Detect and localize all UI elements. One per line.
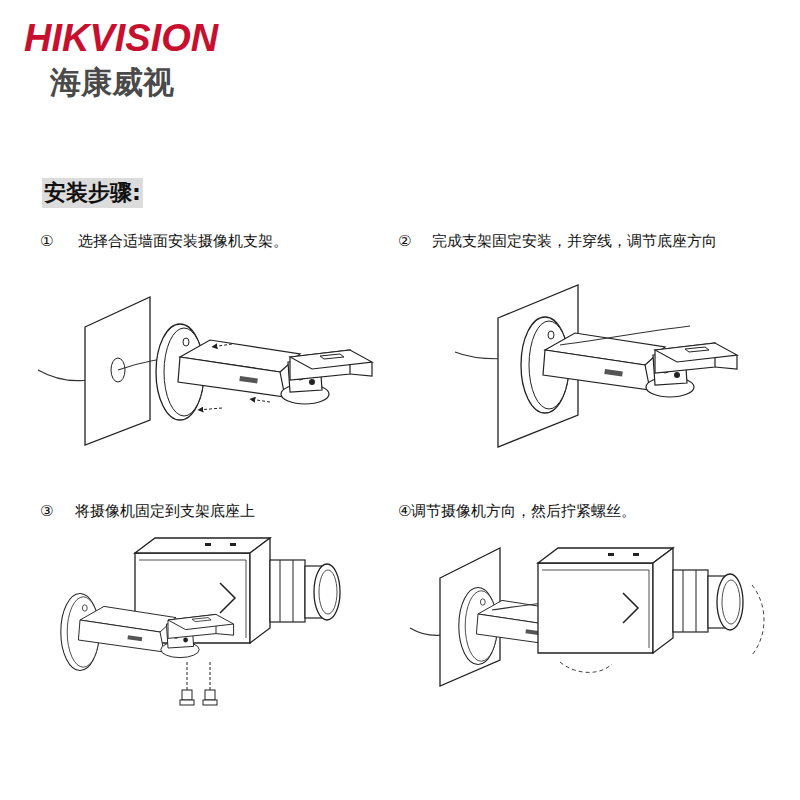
cable	[560, 326, 690, 345]
step-number: ①	[40, 232, 53, 250]
section-heading: 安装步骤:	[42, 178, 143, 208]
screw-arrow	[250, 399, 270, 402]
step-number: ③	[40, 502, 53, 520]
brand-name: 海康威视	[50, 64, 174, 101]
step-text: ④调节摄像机方向，然后拧紧螺丝。	[398, 502, 636, 520]
step-text: 选择合适墙面安装摄像机支架。	[78, 232, 288, 250]
wall-bracket	[521, 317, 737, 413]
screw-guide	[187, 660, 188, 690]
screw-arrow	[198, 408, 222, 410]
wall-bracket	[61, 594, 234, 671]
wall	[85, 297, 150, 445]
wall-bracket	[156, 324, 372, 420]
screw-arrow	[212, 344, 232, 347]
rotation-arc	[752, 585, 764, 655]
box-camera	[538, 548, 743, 653]
step-text: 完成支架固定安装，并穿线，调节底座方向	[432, 232, 717, 250]
step-number: ②	[398, 232, 411, 250]
rotation-arc	[560, 662, 612, 672]
step-text: 将摄像机固定到支架底座上	[75, 502, 255, 520]
brand-logo: HIKVISION	[24, 16, 218, 62]
screw	[180, 690, 217, 705]
screw-guide	[210, 660, 211, 690]
